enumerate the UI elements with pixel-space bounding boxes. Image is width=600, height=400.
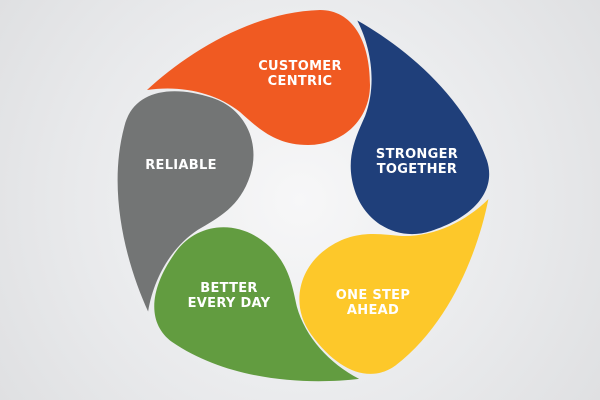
label-line: BETTER: [200, 281, 258, 296]
label-line: RELIABLE: [145, 158, 217, 173]
label-line: CUSTOMER: [258, 59, 342, 74]
label-line: AHEAD: [346, 303, 400, 318]
segment-better-every-day: [154, 227, 360, 382]
label-line: TOGETHER: [376, 162, 458, 177]
segment-customer-centric: [147, 10, 370, 145]
label-better-every-day: BETTER EVERY DAY: [169, 281, 289, 311]
label-stronger-together: STRONGER TOGETHER: [357, 147, 477, 177]
segment-stronger-together: [350, 20, 490, 235]
label-line: EVERY DAY: [187, 296, 271, 311]
label-customer-centric: CUSTOMER CENTRIC: [240, 59, 360, 89]
label-line: ONE STEP: [335, 288, 411, 303]
label-line: CENTRIC: [267, 74, 333, 89]
label-reliable: RELIABLE: [121, 158, 241, 173]
segment-one-step-ahead: [299, 199, 489, 374]
label-one-step-ahead: ONE STEP AHEAD: [313, 288, 433, 318]
segment-reliable: [117, 91, 254, 312]
label-line: STRONGER: [375, 147, 459, 162]
